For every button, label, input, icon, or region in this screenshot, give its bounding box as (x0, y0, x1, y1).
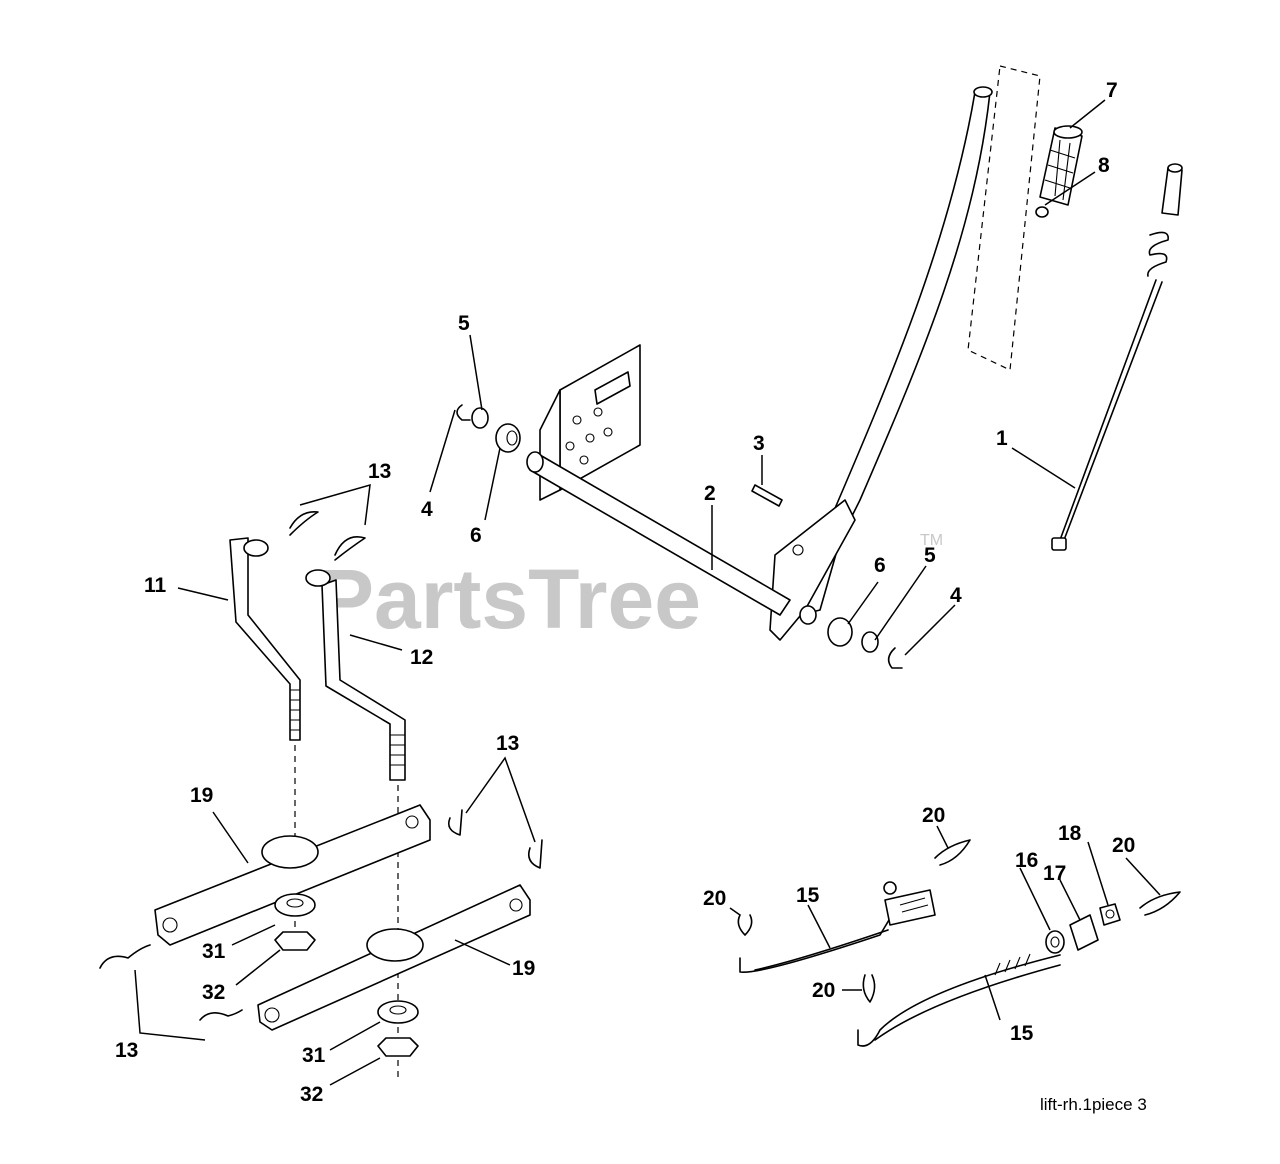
washer-nut-upper (274, 893, 316, 951)
handle-extension-outline (967, 65, 1041, 371)
callout-19-upper: 19 (190, 784, 213, 807)
callout-12: 12 (410, 646, 433, 669)
washer-nut-lower (377, 1000, 419, 1057)
callout-20-top: 20 (922, 804, 945, 827)
callout-18: 18 (1058, 822, 1082, 845)
callout-15-upper: 15 (796, 884, 820, 907)
callout-13-lower: 13 (115, 1039, 138, 1062)
lift-arm-lower (257, 884, 531, 1031)
callout-31-lower: 31 (302, 1044, 326, 1067)
callout-19-lower: 19 (512, 957, 535, 980)
adjuster-hardware (1045, 903, 1121, 954)
callout-13-middle: 13 (496, 732, 519, 755)
callout-labels: 1 2 3 4 4 5 5 6 6 7 8 11 12 13 13 13 15 … (115, 79, 1135, 1106)
watermark-text: PartsTree (318, 552, 701, 646)
callout-7: 7 (1106, 79, 1118, 102)
callout-11: 11 (144, 574, 167, 597)
callout-15-lower: 15 (1010, 1022, 1034, 1045)
callout-4-right: 4 (950, 584, 962, 607)
watermark-trademark: TM (920, 532, 943, 549)
leader-lines (134, 99, 1161, 1086)
callout-4-left: 4 (421, 498, 433, 521)
callout-5-right: 5 (924, 544, 936, 567)
cross-shaft (526, 451, 791, 616)
callout-8: 8 (1098, 154, 1110, 177)
callout-16: 16 (1015, 849, 1038, 872)
callout-32-lower: 32 (300, 1083, 323, 1106)
callout-31-upper: 31 (202, 940, 226, 963)
callout-1: 1 (996, 427, 1008, 450)
callout-6-right: 6 (874, 554, 886, 577)
right-bushing-stack (799, 605, 903, 669)
callout-13-upper: 13 (368, 460, 391, 483)
callout-2: 2 (704, 482, 716, 505)
release-rod (1051, 163, 1183, 551)
callout-20-right: 20 (1112, 834, 1135, 857)
grip (1039, 125, 1083, 206)
callout-20-left: 20 (703, 887, 726, 910)
adjuster-rod-upper (739, 881, 936, 974)
lift-arm-upper (154, 804, 431, 946)
roll-pin (751, 484, 783, 507)
callout-5-left: 5 (458, 312, 470, 335)
hairpin-clips (99, 511, 543, 1021)
grip-pin (1035, 206, 1049, 218)
callout-20-bottom: 20 (812, 979, 835, 1002)
callout-32-upper: 32 (202, 981, 225, 1004)
diagram-caption: lift-rh.1piece 3 (1040, 1095, 1147, 1114)
lift-link-12 (305, 569, 406, 781)
mount-plate (539, 344, 641, 501)
callout-17: 17 (1043, 862, 1066, 885)
left-bushing-stack (456, 404, 521, 453)
callout-3: 3 (753, 432, 765, 455)
callout-6-left: 6 (470, 524, 482, 547)
adjuster-rod-lower (857, 953, 1061, 1047)
lift-link-11 (229, 537, 301, 741)
hairpin-clips-20 (737, 839, 1181, 1003)
